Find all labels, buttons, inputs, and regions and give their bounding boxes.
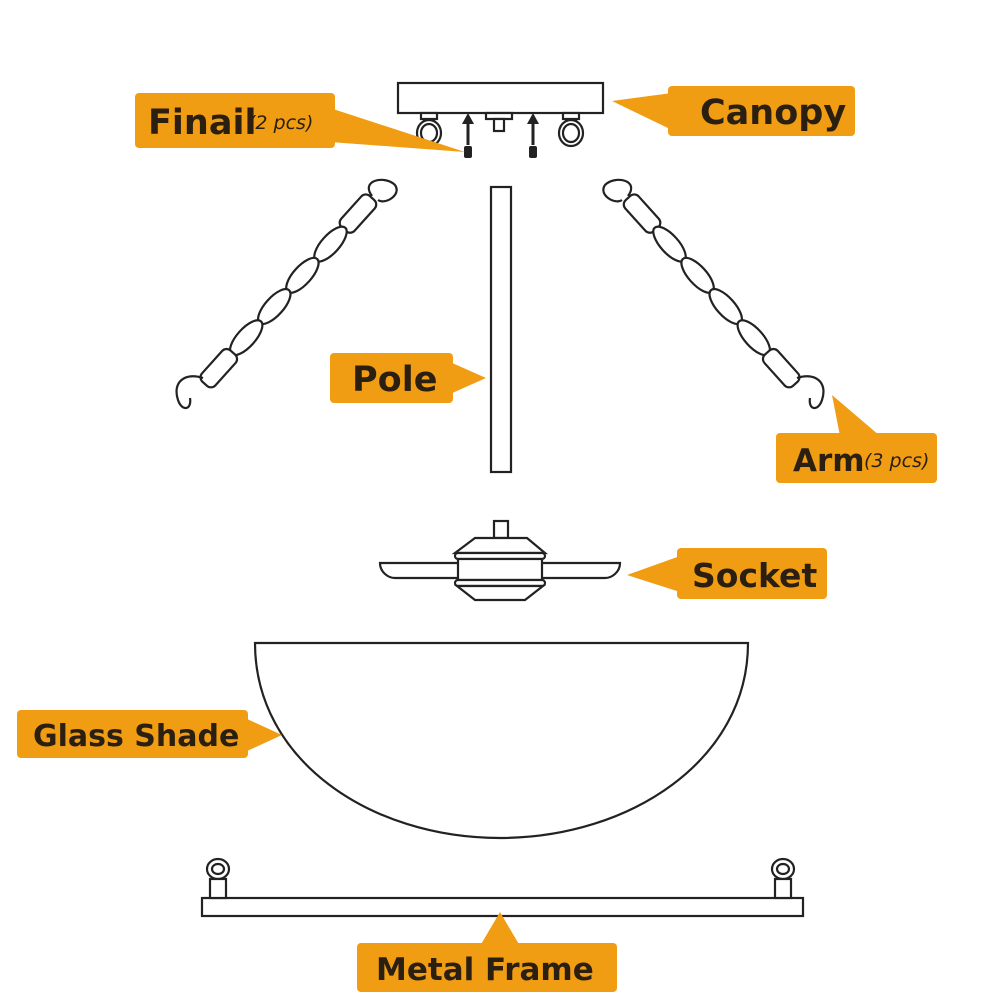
metal-frame-label: Metal Frame [357, 912, 617, 992]
canopy-label: Canopy [612, 86, 855, 136]
arm-part-left [175, 178, 398, 410]
metal-frame-part [200, 857, 805, 918]
finial-label: Finail (2 pcs) [135, 93, 465, 152]
glass-shade-label-text: Glass Shade [33, 719, 239, 754]
pole-part [489, 185, 513, 474]
finial-qty-text: (2 pcs) [248, 112, 313, 134]
glass-shade-part [253, 641, 750, 840]
metal-frame-label-text: Metal Frame [376, 952, 594, 988]
socket-label-text: Socket [692, 556, 817, 595]
arm-label-text: Arm [793, 443, 865, 479]
pole-label: Pole [330, 353, 486, 403]
arm-qty-text: (3 pcs) [864, 450, 929, 472]
finial-parts [462, 113, 539, 158]
socket-part [378, 519, 622, 602]
socket-label: Socket [627, 548, 827, 599]
pole-label-text: Pole [352, 360, 437, 400]
canopy-label-text: Canopy [700, 93, 846, 133]
arm-part-right [602, 178, 825, 410]
canopy-part [396, 81, 605, 148]
glass-shade-label: Glass Shade [17, 710, 282, 758]
arm-label: Arm (3 pcs) [776, 395, 937, 483]
finial-label-text: Finail [148, 103, 256, 143]
